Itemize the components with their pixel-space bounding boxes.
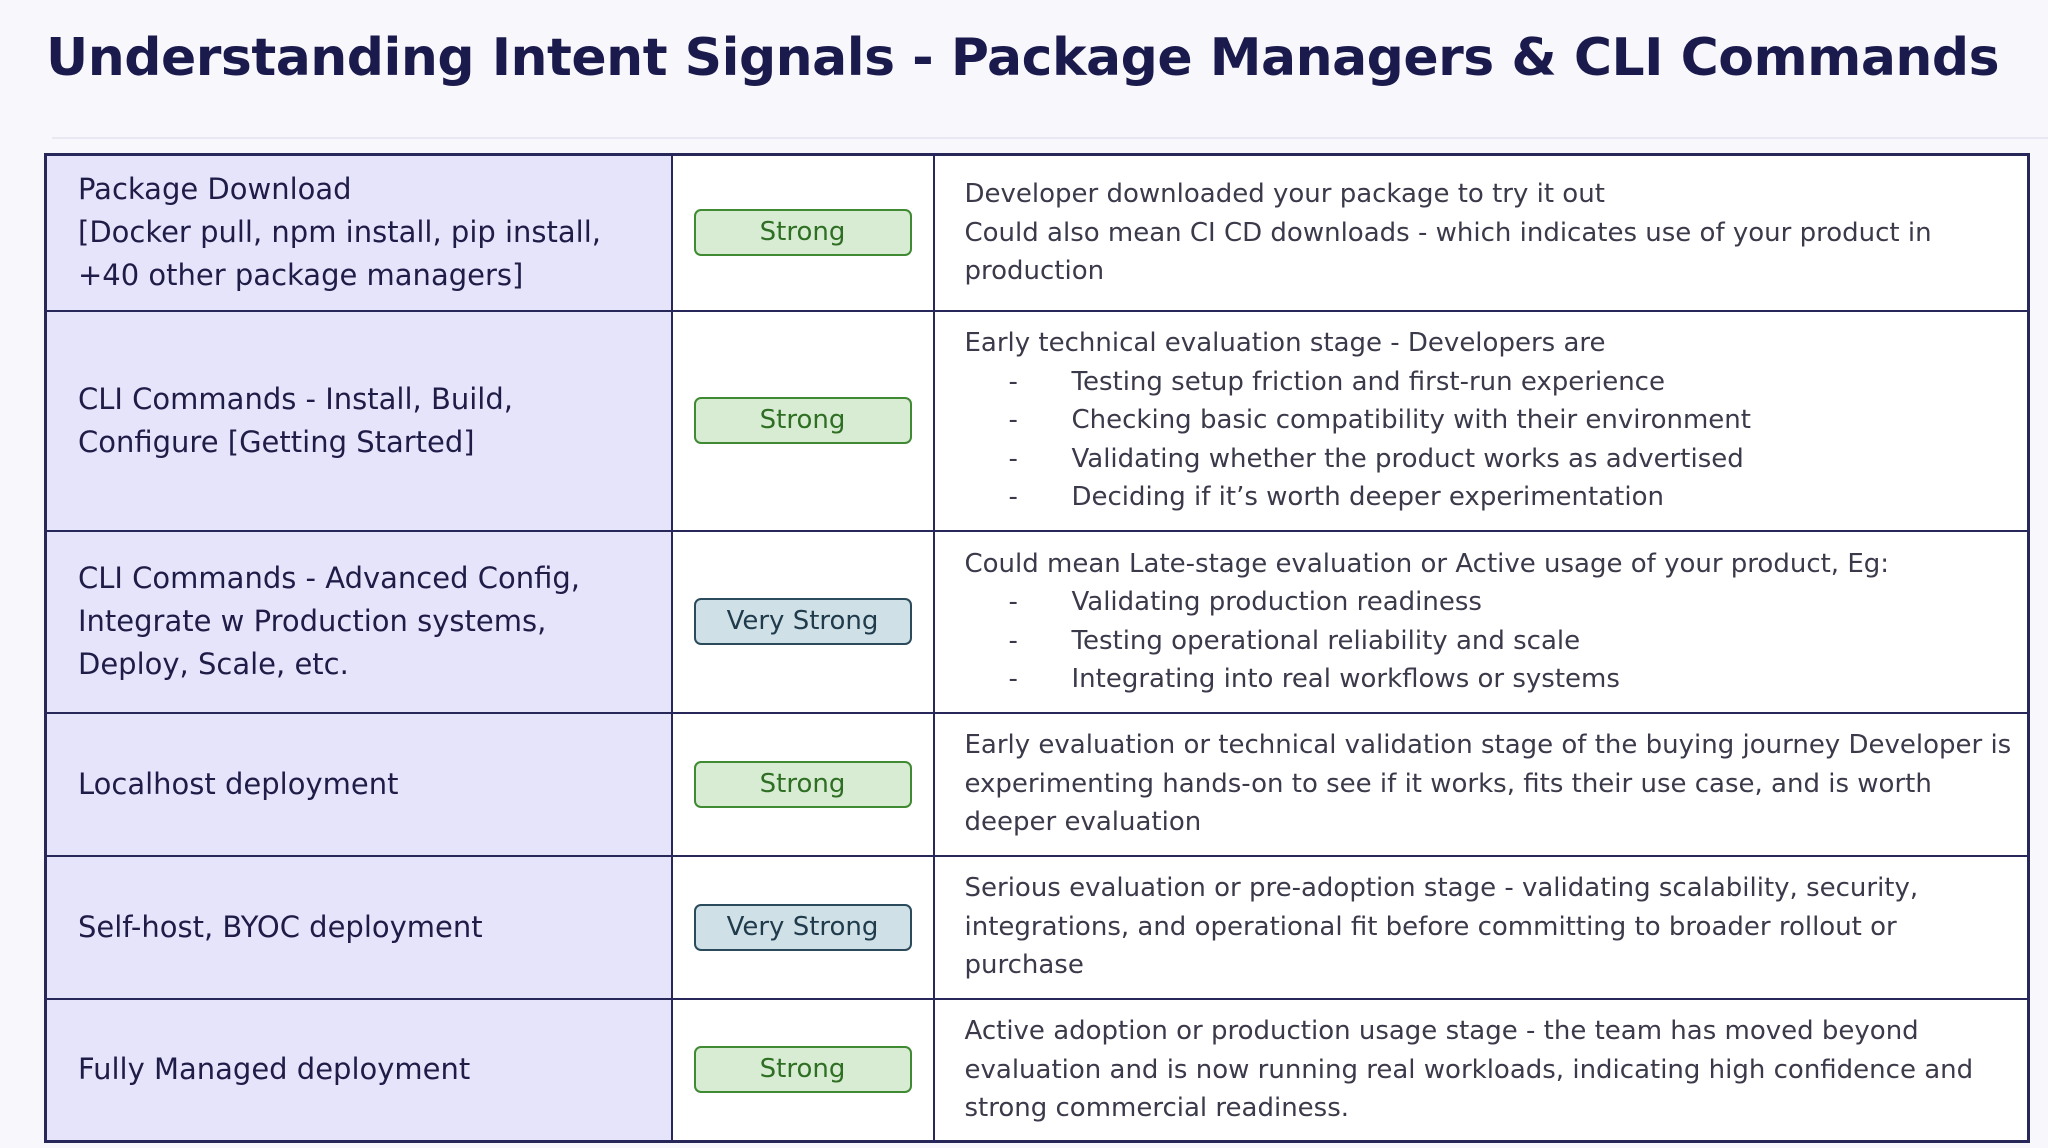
- signal-name-cell: Fully Managed deployment: [44, 997, 673, 1143]
- strength-badge: Strong: [693, 397, 912, 444]
- table-row: Localhost deployment Strong Early evaluati…: [44, 711, 2030, 857]
- strength-badge: Very Strong: [693, 903, 912, 951]
- description-text: Active adoption or production usage stag…: [964, 1016, 1919, 1046]
- signal-name: Integrate w Production systems,: [78, 604, 547, 638]
- description-bullet: - Testing setup friction and first-run ex…: [965, 363, 2004, 402]
- description-text: integrations, and operational fit before…: [964, 911, 1897, 942]
- strength-cell: Strong: [670, 711, 935, 857]
- table-row: CLI Commands - Advanced Config, Integrate…: [44, 529, 2030, 714]
- table-body: Package Download [Docker pull, npm instal…: [44, 153, 2030, 1143]
- table-row: Fully Managed deployment Strong Active ado…: [44, 997, 2030, 1143]
- signal-name: Self-host, BYOC deployment: [78, 909, 483, 944]
- signal-name: Fully Managed deployment: [78, 1052, 471, 1087]
- signal-name-cell: CLI Commands - Advanced Config, Integrate…: [44, 529, 673, 714]
- signal-name-cell: CLI Commands - Install, Build, Configure …: [44, 309, 673, 532]
- strength-badge: Very Strong: [693, 598, 912, 645]
- strength-cell: Strong: [670, 153, 935, 312]
- description-bullet: - Validating production readiness: [965, 583, 2004, 622]
- description-text: strong commercial readiness.: [964, 1093, 1350, 1123]
- dash-bullet-icon: -: [1008, 405, 1018, 436]
- strength-badge: Strong: [693, 1046, 912, 1094]
- description-text: evaluation and is now running real workl…: [964, 1054, 1974, 1085]
- signal-name: +40 other package managers]: [78, 258, 524, 293]
- dash-bullet-icon: -: [1008, 482, 1018, 513]
- strength-badge: Strong: [693, 209, 912, 257]
- description-text: experimenting hands-on to see if it work…: [964, 768, 1932, 799]
- signal-name-cell: Localhost deployment: [44, 711, 673, 857]
- description-bullet: - Testing operational reliability and sca…: [965, 622, 2004, 661]
- description-bullet: - Validating whether the product works as…: [965, 440, 2004, 479]
- description-text: Could also mean CI CD downloads - which …: [964, 217, 1932, 248]
- description-text: Developer downloaded your package to try…: [964, 179, 1605, 209]
- description-cell: Active adoption or production usage stag…: [932, 997, 2030, 1143]
- signal-name-cell: Package Download [Docker pull, npm instal…: [44, 153, 673, 312]
- description-text: Early evaluation or technical validation…: [964, 730, 2012, 761]
- strength-badge: Strong: [693, 760, 912, 808]
- bullet-text: Testing setup friction and first-run exp…: [1071, 366, 1665, 397]
- table-row: CLI Commands - Install, Build, Configure …: [44, 309, 2030, 532]
- dash-bullet-icon: -: [1008, 625, 1018, 656]
- strength-cell: Strong: [670, 309, 935, 532]
- description-text: Could mean Late-stage evaluation or Acti…: [964, 548, 1890, 579]
- description-cell: Early technical evaluation stage - Devel…: [932, 309, 2030, 532]
- signal-name: Deploy, Scale, etc.: [78, 647, 349, 681]
- strength-cell: Very Strong: [670, 529, 935, 714]
- description-bullet: - Deciding if it’s worth deeper experimen…: [965, 478, 2004, 517]
- bullet-text: Checking basic compatibility with their …: [1071, 405, 1751, 436]
- table-row: Self-host, BYOC deployment Very Strong Ser…: [44, 854, 2030, 1000]
- description-text: purchase: [964, 950, 1084, 981]
- signal-name: Package Download: [78, 172, 352, 207]
- strength-cell: Strong: [670, 997, 935, 1143]
- bullet-text: Validating whether the product works as …: [1071, 443, 1744, 474]
- intent-signals-table: Package Download [Docker pull, npm instal…: [44, 153, 2030, 1143]
- description-text: deeper evaluation: [964, 807, 1202, 838]
- dash-bullet-icon: -: [1008, 443, 1018, 474]
- dash-bullet-icon: -: [1008, 664, 1018, 694]
- description-text: Early technical evaluation stage - Devel…: [964, 328, 1606, 359]
- strength-cell: Very Strong: [670, 854, 935, 1000]
- signal-name: [Docker pull, npm install, pip install,: [78, 215, 602, 250]
- signal-name: Configure [Getting Started]: [78, 424, 475, 459]
- description-cell: Developer downloaded your package to try…: [932, 153, 2030, 312]
- description-bullet: - Checking basic compatibility with their…: [965, 401, 2004, 440]
- signal-name: CLI Commands - Install, Build,: [78, 381, 513, 416]
- signal-name: CLI Commands - Advanced Config,: [78, 561, 580, 595]
- signal-name: Localhost deployment: [78, 766, 399, 801]
- bullet-text: Integrating into real workflows or syste…: [1071, 664, 1620, 694]
- bullet-text: Deciding if it’s worth deeper experiment…: [1071, 482, 1664, 513]
- description-text: Serious evaluation or pre-adoption stage…: [964, 873, 1919, 904]
- dash-bullet-icon: -: [1008, 587, 1018, 617]
- page-title: Understanding Intent Signals - Package M…: [46, 28, 2000, 88]
- description-cell: Could mean Late-stage evaluation or Acti…: [932, 529, 2030, 714]
- description-cell: Early evaluation or technical validation…: [932, 711, 2030, 857]
- table-row: Package Download [Docker pull, npm instal…: [44, 153, 2030, 312]
- title-divider: [52, 137, 2048, 139]
- description-cell: Serious evaluation or pre-adoption stage…: [932, 854, 2030, 1000]
- bullet-text: Testing operational reliability and scal…: [1071, 625, 1581, 656]
- description-text: production: [964, 256, 1105, 286]
- bullet-text: Validating production readiness: [1071, 587, 1482, 617]
- description-bullet: - Integrating into real workflows or syst…: [965, 660, 2004, 699]
- dash-bullet-icon: -: [1008, 366, 1018, 397]
- signal-name-cell: Self-host, BYOC deployment: [44, 854, 673, 1000]
